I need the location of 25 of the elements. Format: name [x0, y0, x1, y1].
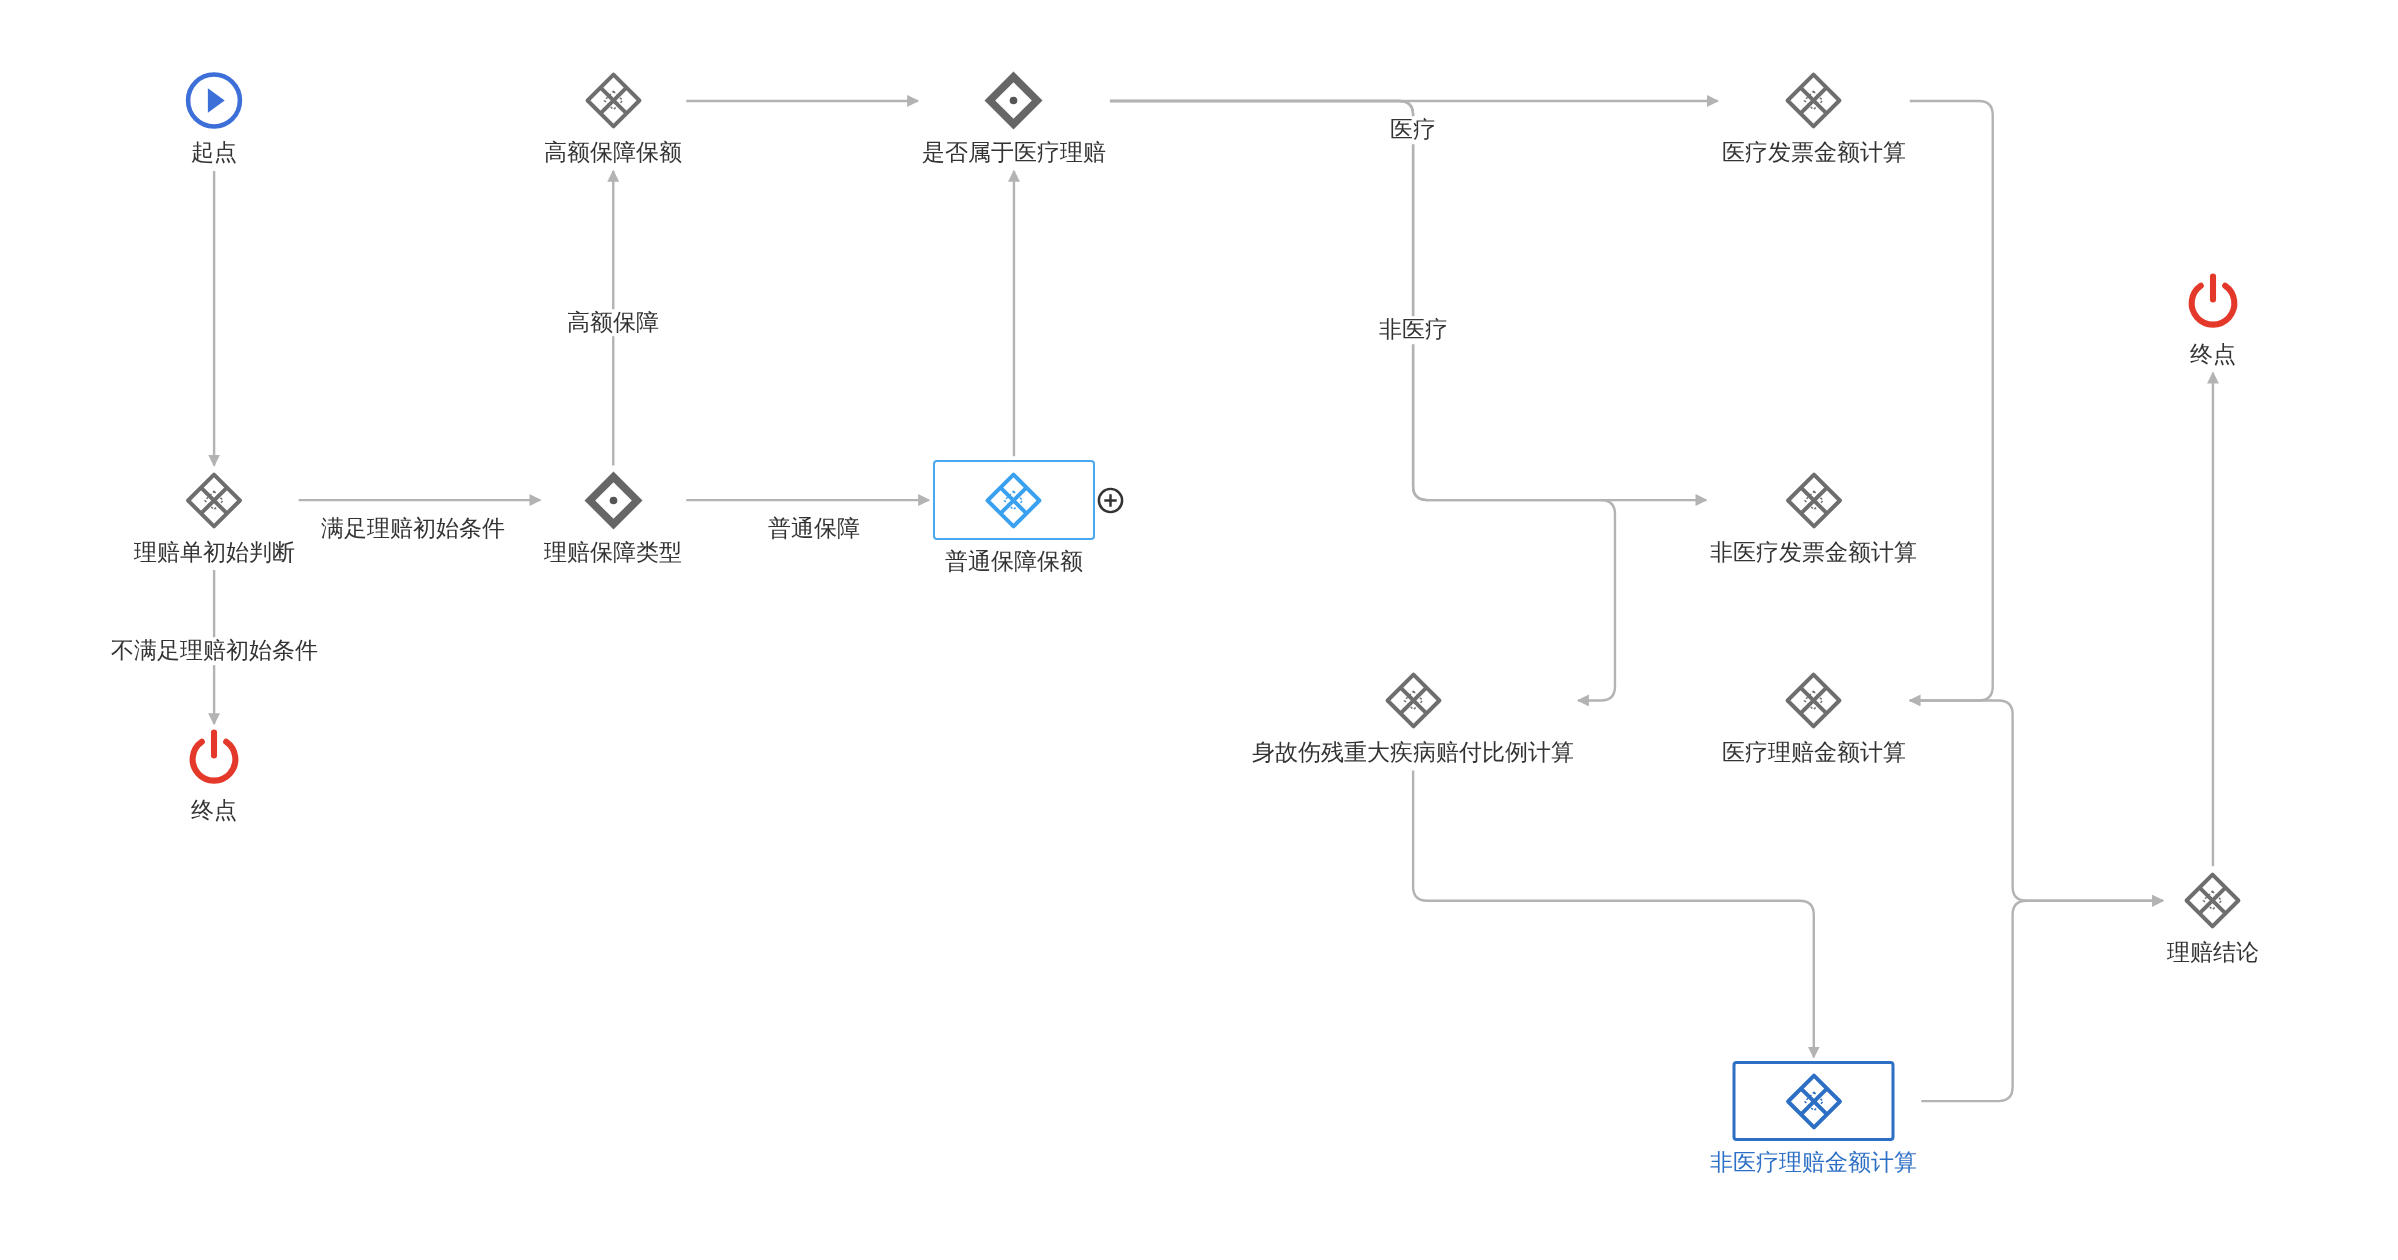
arrow [686, 494, 931, 507]
arrow [1921, 894, 2165, 1103]
arrow [607, 169, 620, 466]
node-label: 身故伤残重大疾病赔付比例计算 [1252, 738, 1575, 767]
node-label: 终点 [2189, 341, 2236, 369]
node-label: 终点 [191, 796, 238, 825]
node-label: 理赔结论 [2166, 939, 2259, 967]
node-label: 理赔单初始判断 [133, 538, 295, 567]
node-label: 理赔保障类型 [544, 538, 683, 567]
node-label: 起点 [191, 139, 238, 167]
arrow [1007, 169, 1020, 457]
arrow [298, 494, 542, 507]
node-label: 医疗理赔金额计算 [1721, 738, 1906, 767]
arrow [208, 170, 221, 467]
arrow [686, 94, 920, 107]
arrow [1908, 99, 1994, 707]
arrow [1411, 770, 1820, 1059]
node-label: 非医疗理赔金额计算 [1710, 1149, 1918, 1177]
arrow [2206, 371, 2219, 867]
node-label: 高额保障保额 [544, 139, 683, 167]
arrow [1109, 99, 1617, 707]
node-label: 普通保障保额 [944, 548, 1083, 576]
node-label: 非医疗发票金额计算 [1710, 538, 1918, 567]
node-label: 医疗发票金额计算 [1721, 139, 1906, 167]
node-label: 是否属于医疗理赔 [921, 139, 1106, 167]
